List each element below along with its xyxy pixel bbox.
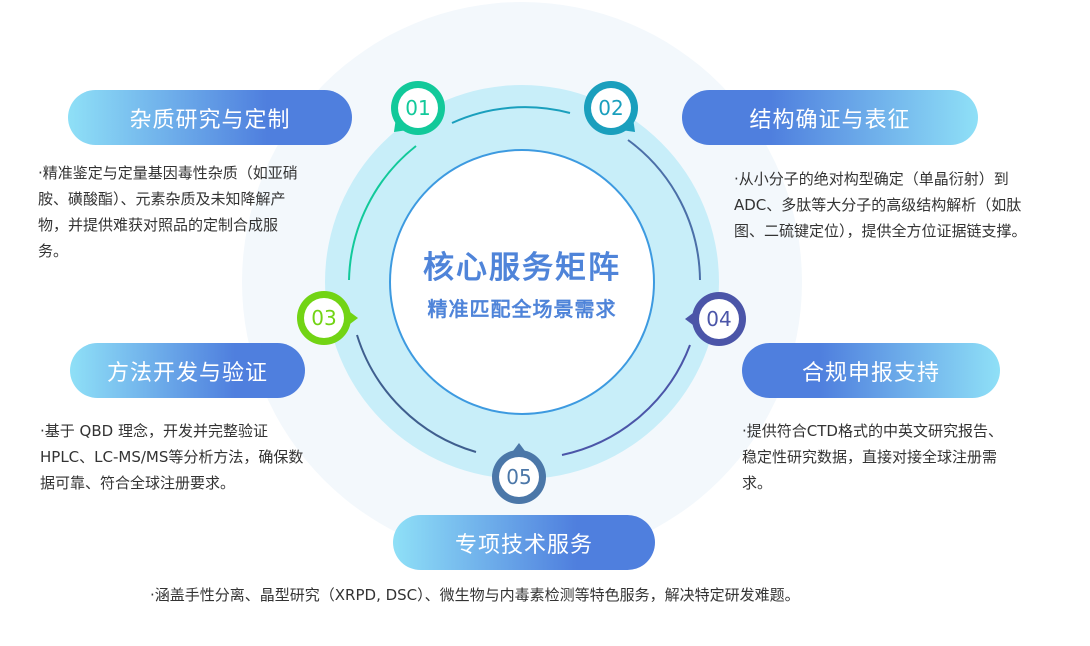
badge-marker-03 <box>297 291 358 345</box>
pill-method-development: 方法开发与验证 <box>70 343 305 398</box>
pill-special-services: 专项技术服务 <box>393 515 655 570</box>
badge-05: 05 <box>506 465 532 489</box>
desc-method-development: ·基于 QBD 理念，开发并完整验证HPLC、LC-MS/MS等分析方法，确保数… <box>40 422 304 492</box>
desc-impurity-research: ·精准鉴定与定量基因毒性杂质（如亚硝胺、磺酸酯）、元素杂质及未知降解产物，并提供… <box>38 164 298 260</box>
badge-marker-04 <box>685 292 746 346</box>
center-title-block: 核心服务矩阵 精准匹配全场景需求 <box>390 150 654 414</box>
center-subtitle: 精准匹配全场景需求 <box>427 297 617 321</box>
badge-04: 04 <box>706 307 732 331</box>
badge-marker-01 <box>391 81 445 135</box>
desc-structure-confirmation: ·从小分子的绝对构型确定（单晶衍射）到ADC、多肽等大分子的高级结构解析（如肽图… <box>734 170 1027 240</box>
badge-03: 03 <box>311 306 337 330</box>
pill-impurity-research: 杂质研究与定制 <box>68 90 352 145</box>
pill-structure-confirmation: 结构确证与表征 <box>682 90 978 145</box>
desc-special-services: ·涵盖手性分离、晶型研究（XRPD, DSC）、微生物与内毒素检测等特色服务，解… <box>150 586 800 604</box>
desc-compliance-support: ·提供符合CTD格式的中英文研究报告、稳定性研究数据，直接对接全球注册需求。 <box>742 422 1003 492</box>
badge-02: 02 <box>598 96 624 120</box>
badge-01: 01 <box>405 96 431 120</box>
center-title: 核心服务矩阵 <box>423 250 621 286</box>
badge-marker-05 <box>492 443 546 504</box>
pill-compliance-support: 合规申报支持 <box>742 343 1000 398</box>
badge-marker-02 <box>584 81 638 135</box>
